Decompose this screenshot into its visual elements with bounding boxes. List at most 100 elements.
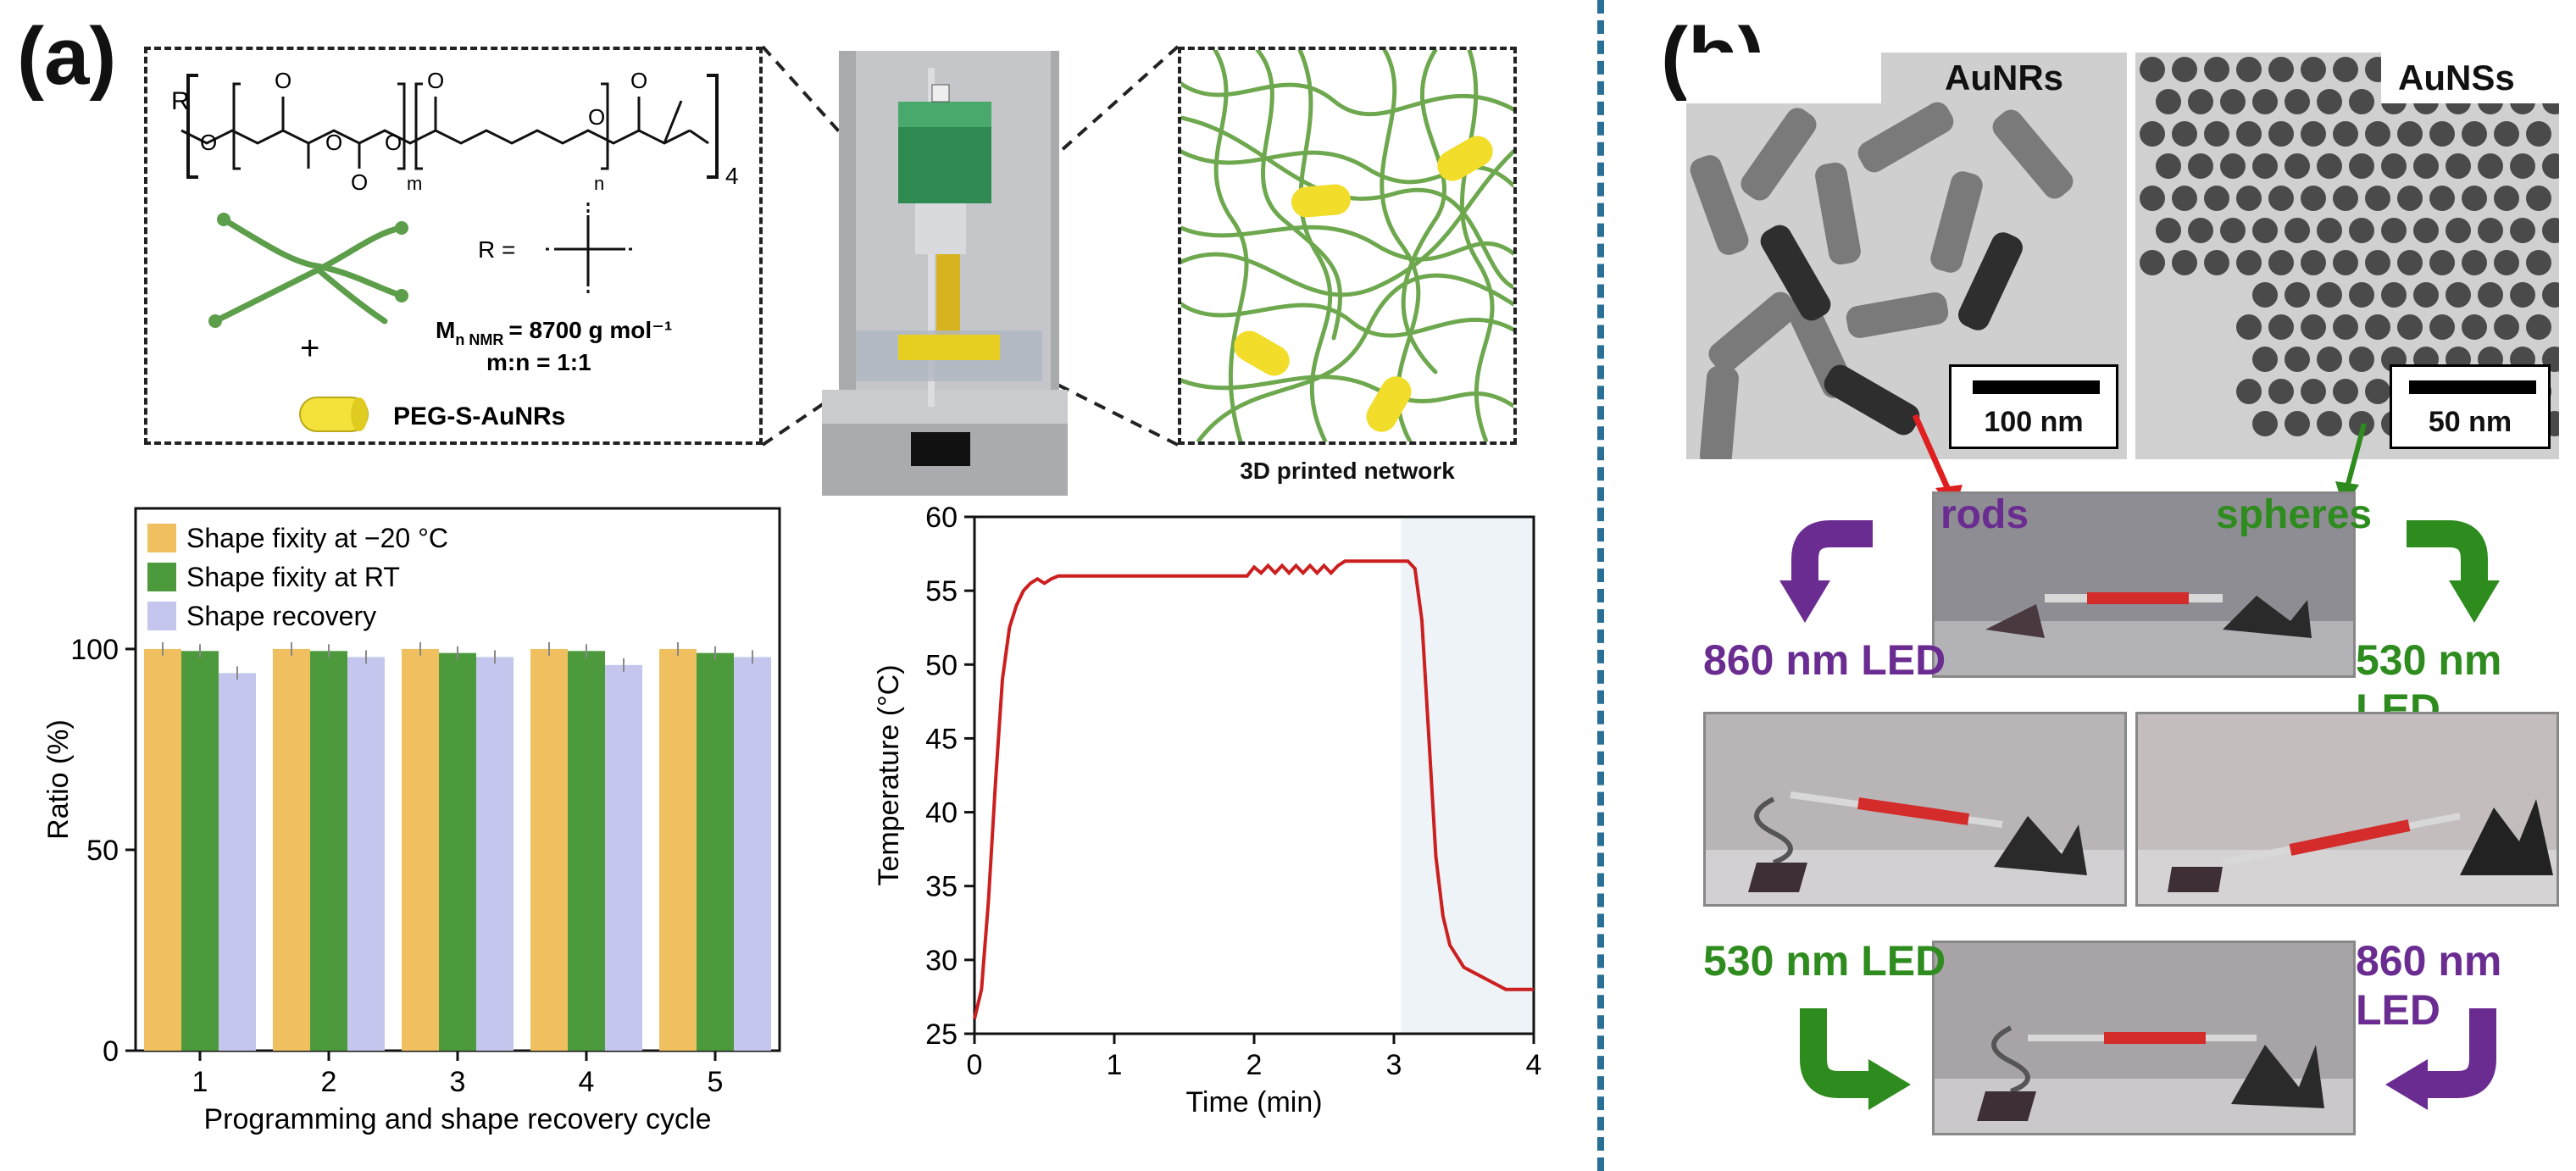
- x-tick-label: 4: [579, 1066, 595, 1098]
- y-tick-label: 40: [925, 797, 958, 830]
- green-curved-arrow-bottom: [1800, 1008, 1911, 1110]
- purple-curved-arrow-top: [1779, 520, 1873, 623]
- mn-ratio: m:n = 1:1: [486, 349, 591, 375]
- subscript-m: m: [407, 173, 422, 194]
- network-box: [1178, 47, 1517, 445]
- legend-swatch: [147, 524, 176, 552]
- y-axis-label: Ratio (%): [42, 719, 75, 840]
- bar: [605, 664, 642, 1051]
- x-tick-label: 2: [1246, 1049, 1263, 1081]
- y-tick-label: 100: [70, 634, 119, 666]
- y-tick-label: 50: [86, 835, 119, 867]
- bar: [310, 651, 347, 1051]
- bar: [568, 651, 605, 1051]
- scale-box-aunrs: 100 nm: [1949, 364, 2118, 449]
- bar: [181, 651, 219, 1051]
- mn-value: = 8700 g mol⁻¹: [508, 317, 672, 343]
- bar: [476, 657, 514, 1051]
- mn-subscript: n NMR: [455, 331, 503, 348]
- r-equals: R =: [478, 236, 515, 263]
- shaded-region: [1401, 517, 1534, 1034]
- y-tick-label: 60: [925, 502, 958, 534]
- network-caption: 3D printed network: [1240, 458, 1455, 484]
- led-860-bottom: 860 nm LED: [2356, 937, 2502, 1034]
- panel-divider: [1597, 0, 1604, 1171]
- x-tick-label: 3: [1386, 1049, 1402, 1081]
- 3d-printer-illustration: [822, 51, 1068, 496]
- bar: [734, 657, 771, 1051]
- temperature-line: [973, 559, 1534, 1020]
- legend-label: Shape fixity at −20 °C: [186, 523, 448, 553]
- scale-bar-label: 100 nm: [1984, 406, 2084, 438]
- tem-image-aunss: [2135, 53, 2559, 459]
- spheres-label: spheres: [2216, 492, 2373, 537]
- bar: [439, 652, 476, 1051]
- bar: [144, 648, 181, 1051]
- subscript-n: n: [594, 173, 604, 194]
- y-tick-label: 55: [925, 575, 958, 608]
- oxygen-label: O: [275, 68, 291, 93]
- y-axis-label: Temperature (°C): [873, 664, 905, 885]
- bar: [402, 648, 439, 1051]
- oxygen-label: O: [325, 130, 342, 155]
- r-label: R: [171, 87, 190, 115]
- legend-label: Shape fixity at RT: [186, 562, 400, 592]
- scale-box-aunss: 50 nm: [2390, 364, 2551, 449]
- plus-sign: +: [300, 330, 319, 367]
- x-tick-label: 2: [321, 1066, 337, 1098]
- bar: [659, 648, 697, 1051]
- bar: [219, 673, 256, 1051]
- bar: [273, 648, 310, 1051]
- mn-symbol: M: [436, 317, 455, 343]
- x-tick-label: 5: [708, 1066, 724, 1098]
- purple-curved-arrow-bottom: [2385, 1008, 2496, 1110]
- x-axis-label: Programming and shape recovery cycle: [203, 1103, 711, 1135]
- x-tick-label: 1: [1107, 1049, 1123, 1081]
- bar: [530, 648, 568, 1051]
- x-tick-label: 3: [450, 1066, 466, 1098]
- star-polymer-icon: [212, 216, 405, 325]
- polymer-structure: R O O O O O O O O m n 4 R =: [171, 68, 739, 432]
- oxygen-label: O: [588, 104, 605, 130]
- panel-a-label: (a): [17, 11, 117, 102]
- y-tick-label: 50: [925, 649, 958, 681]
- svg-text:Mn NMR= 8700 g mol⁻¹: Mn NMR = 8700 g mol⁻¹: [436, 317, 672, 348]
- y-tick-label: 0: [103, 1035, 119, 1068]
- y-tick-label: 35: [925, 871, 958, 903]
- oxygen-label: O: [385, 130, 402, 155]
- actuator-photo-860: [1703, 712, 2127, 907]
- actuator-photo-initial: [1932, 491, 2356, 678]
- particle-label: PEG-S-AuNRs: [393, 402, 565, 430]
- oxygen-label: O: [200, 130, 217, 155]
- x-tick-label: 0: [967, 1049, 983, 1081]
- legend-swatch: [147, 602, 176, 630]
- bar: [697, 652, 734, 1051]
- legend-label: Shape recovery: [186, 601, 376, 631]
- x-axis-label: Time (min): [1185, 1086, 1322, 1118]
- chemistry-box: R O O O O O O O O m n 4 R =: [144, 47, 763, 445]
- subscript-4: 4: [725, 163, 739, 189]
- bar: [347, 657, 385, 1051]
- gold-nanorod-icon: [1234, 136, 1493, 432]
- y-tick-label: 25: [925, 1018, 958, 1051]
- scale-bar-label: 50 nm: [2428, 406, 2512, 438]
- led-530-bottom: 530 nm LED: [1703, 937, 1946, 985]
- oxygen-label: O: [427, 68, 444, 93]
- gold-nanorod-icon: [299, 397, 369, 432]
- aunss-label: AuNSs: [2398, 58, 2515, 97]
- polymer-network-illustration: [1179, 47, 1516, 444]
- oxygen-label: O: [351, 169, 368, 195]
- y-tick-label: 30: [925, 945, 958, 977]
- x-tick-label: 4: [1526, 1049, 1542, 1081]
- aunrs-label: AuNRs: [1945, 58, 2064, 97]
- y-tick-label: 45: [925, 723, 958, 755]
- legend-swatch: [147, 563, 176, 591]
- actuator-photo-recovered: [1932, 941, 2356, 1135]
- led-860-top: 860 nm LED: [1703, 636, 1946, 684]
- green-curved-arrow-top: [2407, 520, 2500, 623]
- actuator-photo-530: [2135, 712, 2559, 907]
- rods-label: rods: [1940, 492, 2029, 537]
- oxygen-label: O: [630, 68, 647, 93]
